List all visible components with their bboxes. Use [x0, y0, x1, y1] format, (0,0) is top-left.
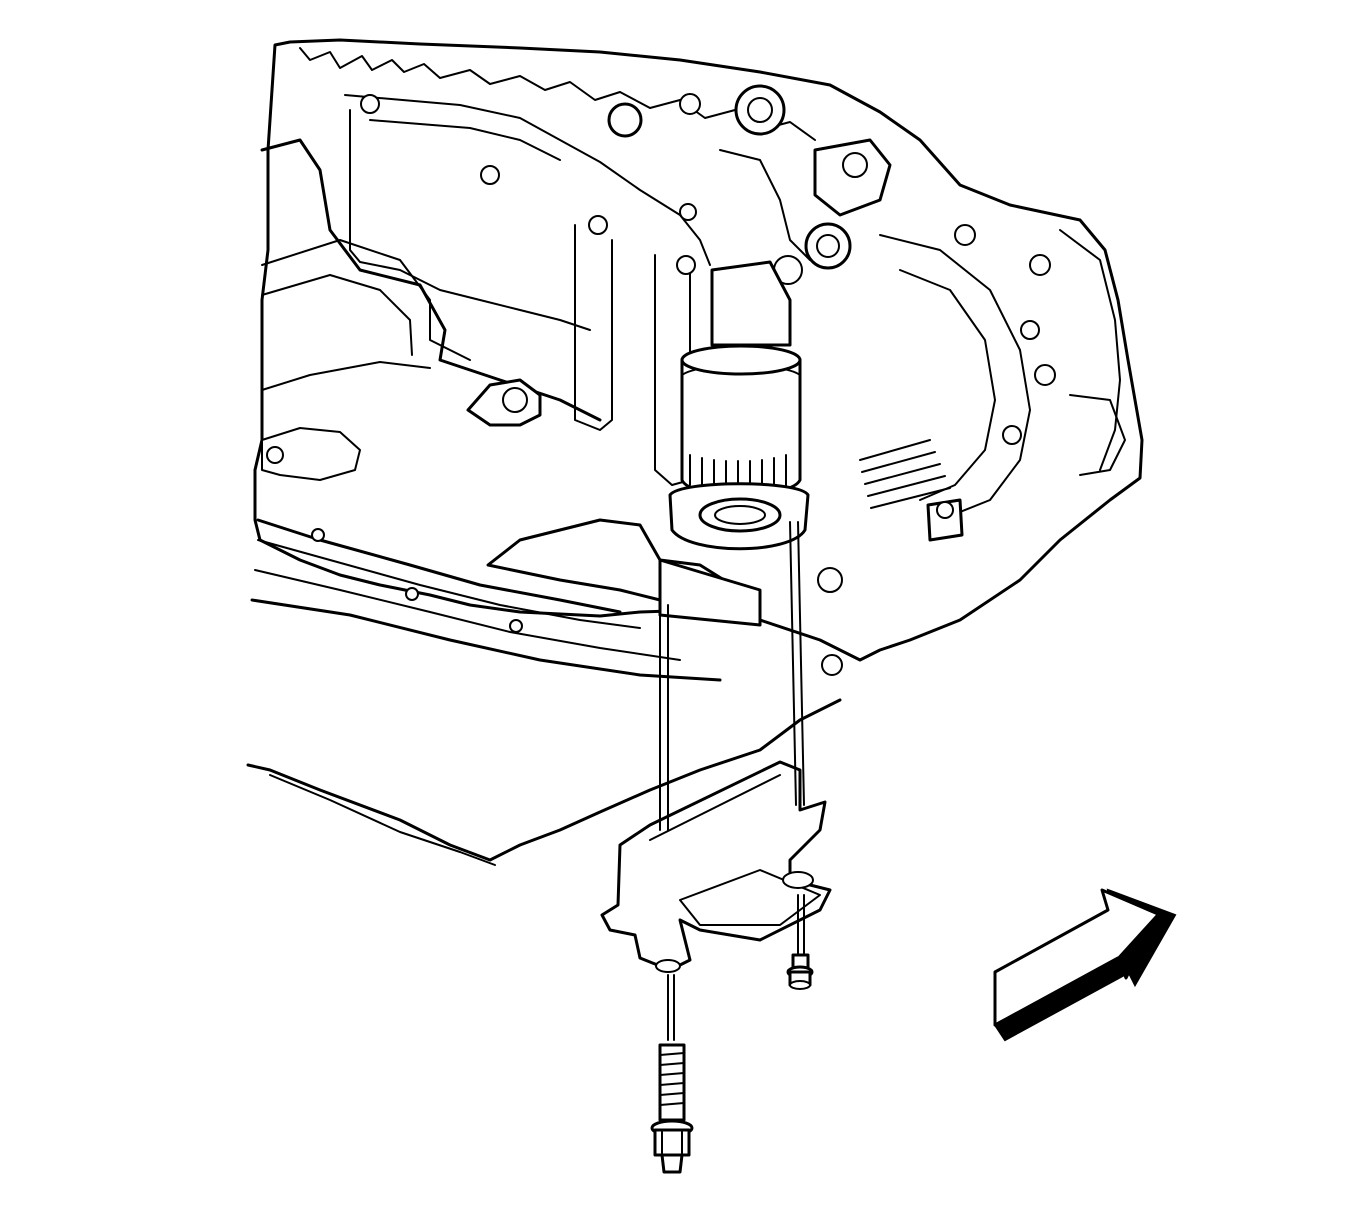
direction-arrow-icon	[993, 888, 1177, 1042]
alignment-lines	[659, 521, 805, 1041]
oil-pan-icon	[246, 138, 842, 866]
oil-filter-icon	[668, 260, 810, 551]
short-bolt-icon	[786, 953, 814, 990]
shield-bracket-icon	[486, 518, 832, 973]
long-bolt-icon	[650, 1043, 694, 1174]
